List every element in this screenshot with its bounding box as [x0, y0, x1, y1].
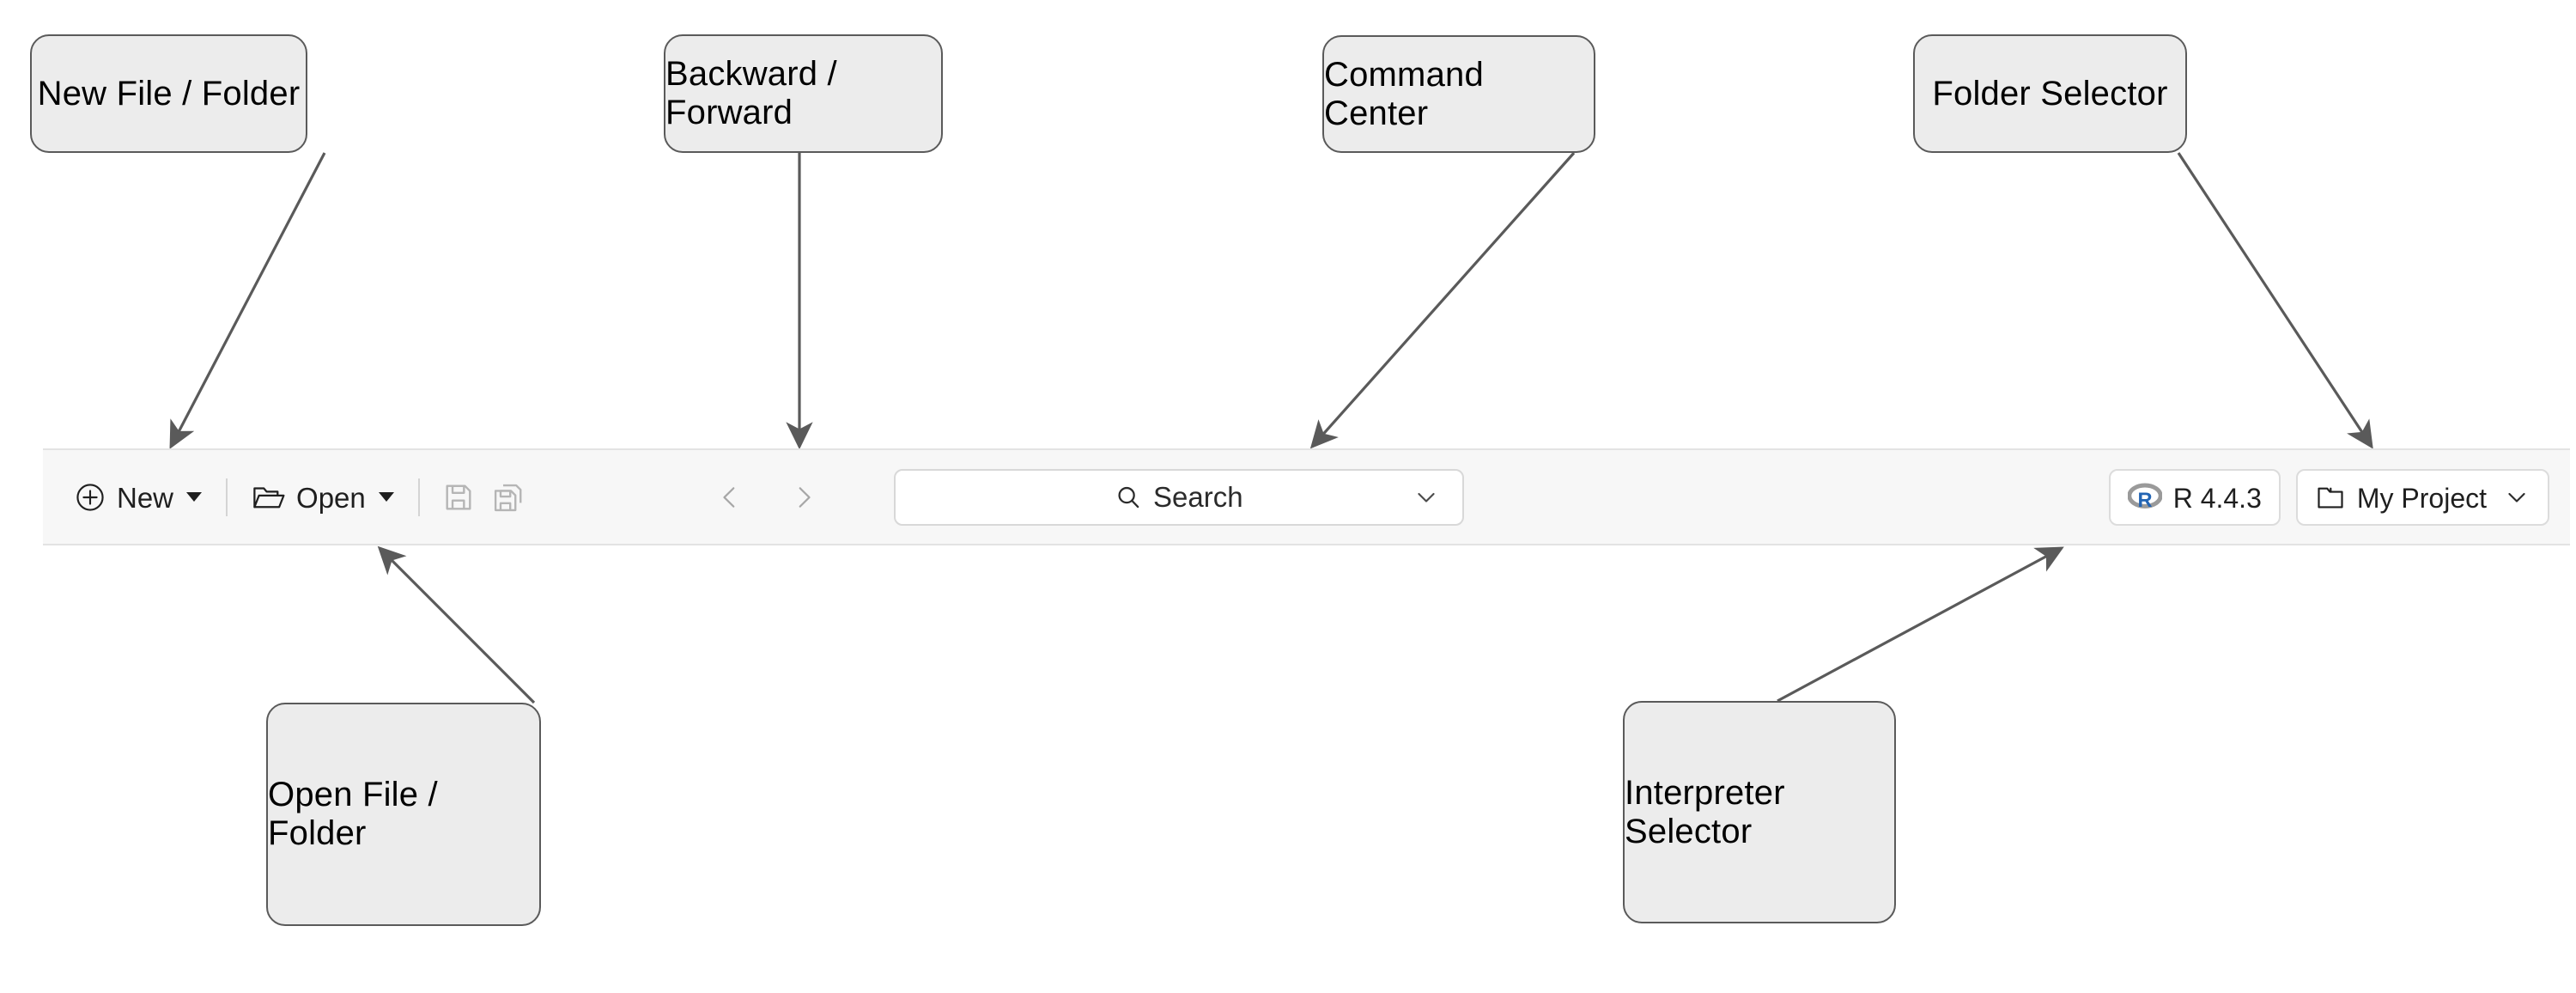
save-all-button[interactable]: [483, 472, 533, 522]
toolbar-right-group: R R 4.4.3 My Project: [2108, 450, 2570, 544]
folder-selector-button[interactable]: My Project: [2295, 468, 2549, 526]
positron-top-toolbar: New Open: [43, 448, 2570, 545]
callout-folder-selector: Folder Selector: [1913, 34, 2187, 153]
backward-button[interactable]: [705, 472, 755, 522]
toolbar-divider: [226, 478, 228, 516]
save-all-icon: [492, 481, 525, 514]
open-chevron-down-icon[interactable]: [378, 492, 394, 502]
svg-text:R: R: [2137, 489, 2152, 511]
folder-icon: [2315, 482, 2346, 513]
command-center-chevron-down-icon[interactable]: [1413, 484, 1440, 511]
plus-circle-icon: [74, 481, 106, 514]
chevron-right-icon: [789, 483, 818, 512]
callout-label: New File / Folder: [37, 74, 301, 113]
command-center-placeholder: Search: [1152, 480, 1243, 513]
forward-button[interactable]: [779, 472, 829, 522]
new-chevron-down-icon[interactable]: [186, 492, 203, 502]
interpreter-label: R 4.4.3: [2172, 482, 2262, 514]
save-icon: [442, 481, 475, 514]
save-button[interactable]: [434, 472, 483, 522]
callout-backward-forward: Backward / Forward: [664, 34, 943, 153]
open-file-folder-button[interactable]: Open: [241, 471, 404, 524]
callout-open-file-folder: Open File / Folder: [266, 703, 541, 926]
callout-interpreter-selector: Interpreter Selector: [1623, 701, 1896, 923]
interpreter-selector-button[interactable]: R R 4.4.3: [2108, 468, 2281, 526]
callout-label: Open File / Folder: [268, 776, 438, 852]
arrow-new: [169, 152, 326, 449]
callout-label: Backward / Forward: [665, 55, 837, 131]
toolbar-divider: [417, 478, 420, 516]
new-button-label: New: [117, 482, 174, 514]
toolbar-left-group: New Open: [43, 450, 1464, 544]
chevron-left-icon: [715, 483, 744, 512]
command-center-search[interactable]: Search: [893, 468, 1464, 526]
callout-new-file-folder: New File / Folder: [30, 34, 307, 153]
r-logo-icon: R: [2127, 480, 2162, 515]
callout-label: Command Center: [1324, 55, 1484, 132]
arrow-open: [377, 545, 536, 704]
arrow-interpreter: [1777, 546, 2064, 703]
arrow-command: [1309, 151, 1576, 449]
folder-open-icon: [252, 481, 286, 514]
open-button-label: Open: [296, 482, 366, 514]
callout-label: Folder Selector: [1932, 74, 2168, 113]
search-icon: [1115, 484, 1142, 511]
project-chevron-down-icon[interactable]: [2503, 484, 2530, 511]
command-center-inner: Search: [896, 481, 1462, 514]
callout-command-center: Command Center: [1322, 35, 1595, 153]
arrow-folder: [2177, 152, 2373, 449]
callout-label: Interpreter Selector: [1625, 773, 1785, 850]
new-file-folder-button[interactable]: New: [64, 471, 212, 524]
navigation-buttons: [705, 472, 829, 522]
project-label: My Project: [2356, 482, 2487, 514]
